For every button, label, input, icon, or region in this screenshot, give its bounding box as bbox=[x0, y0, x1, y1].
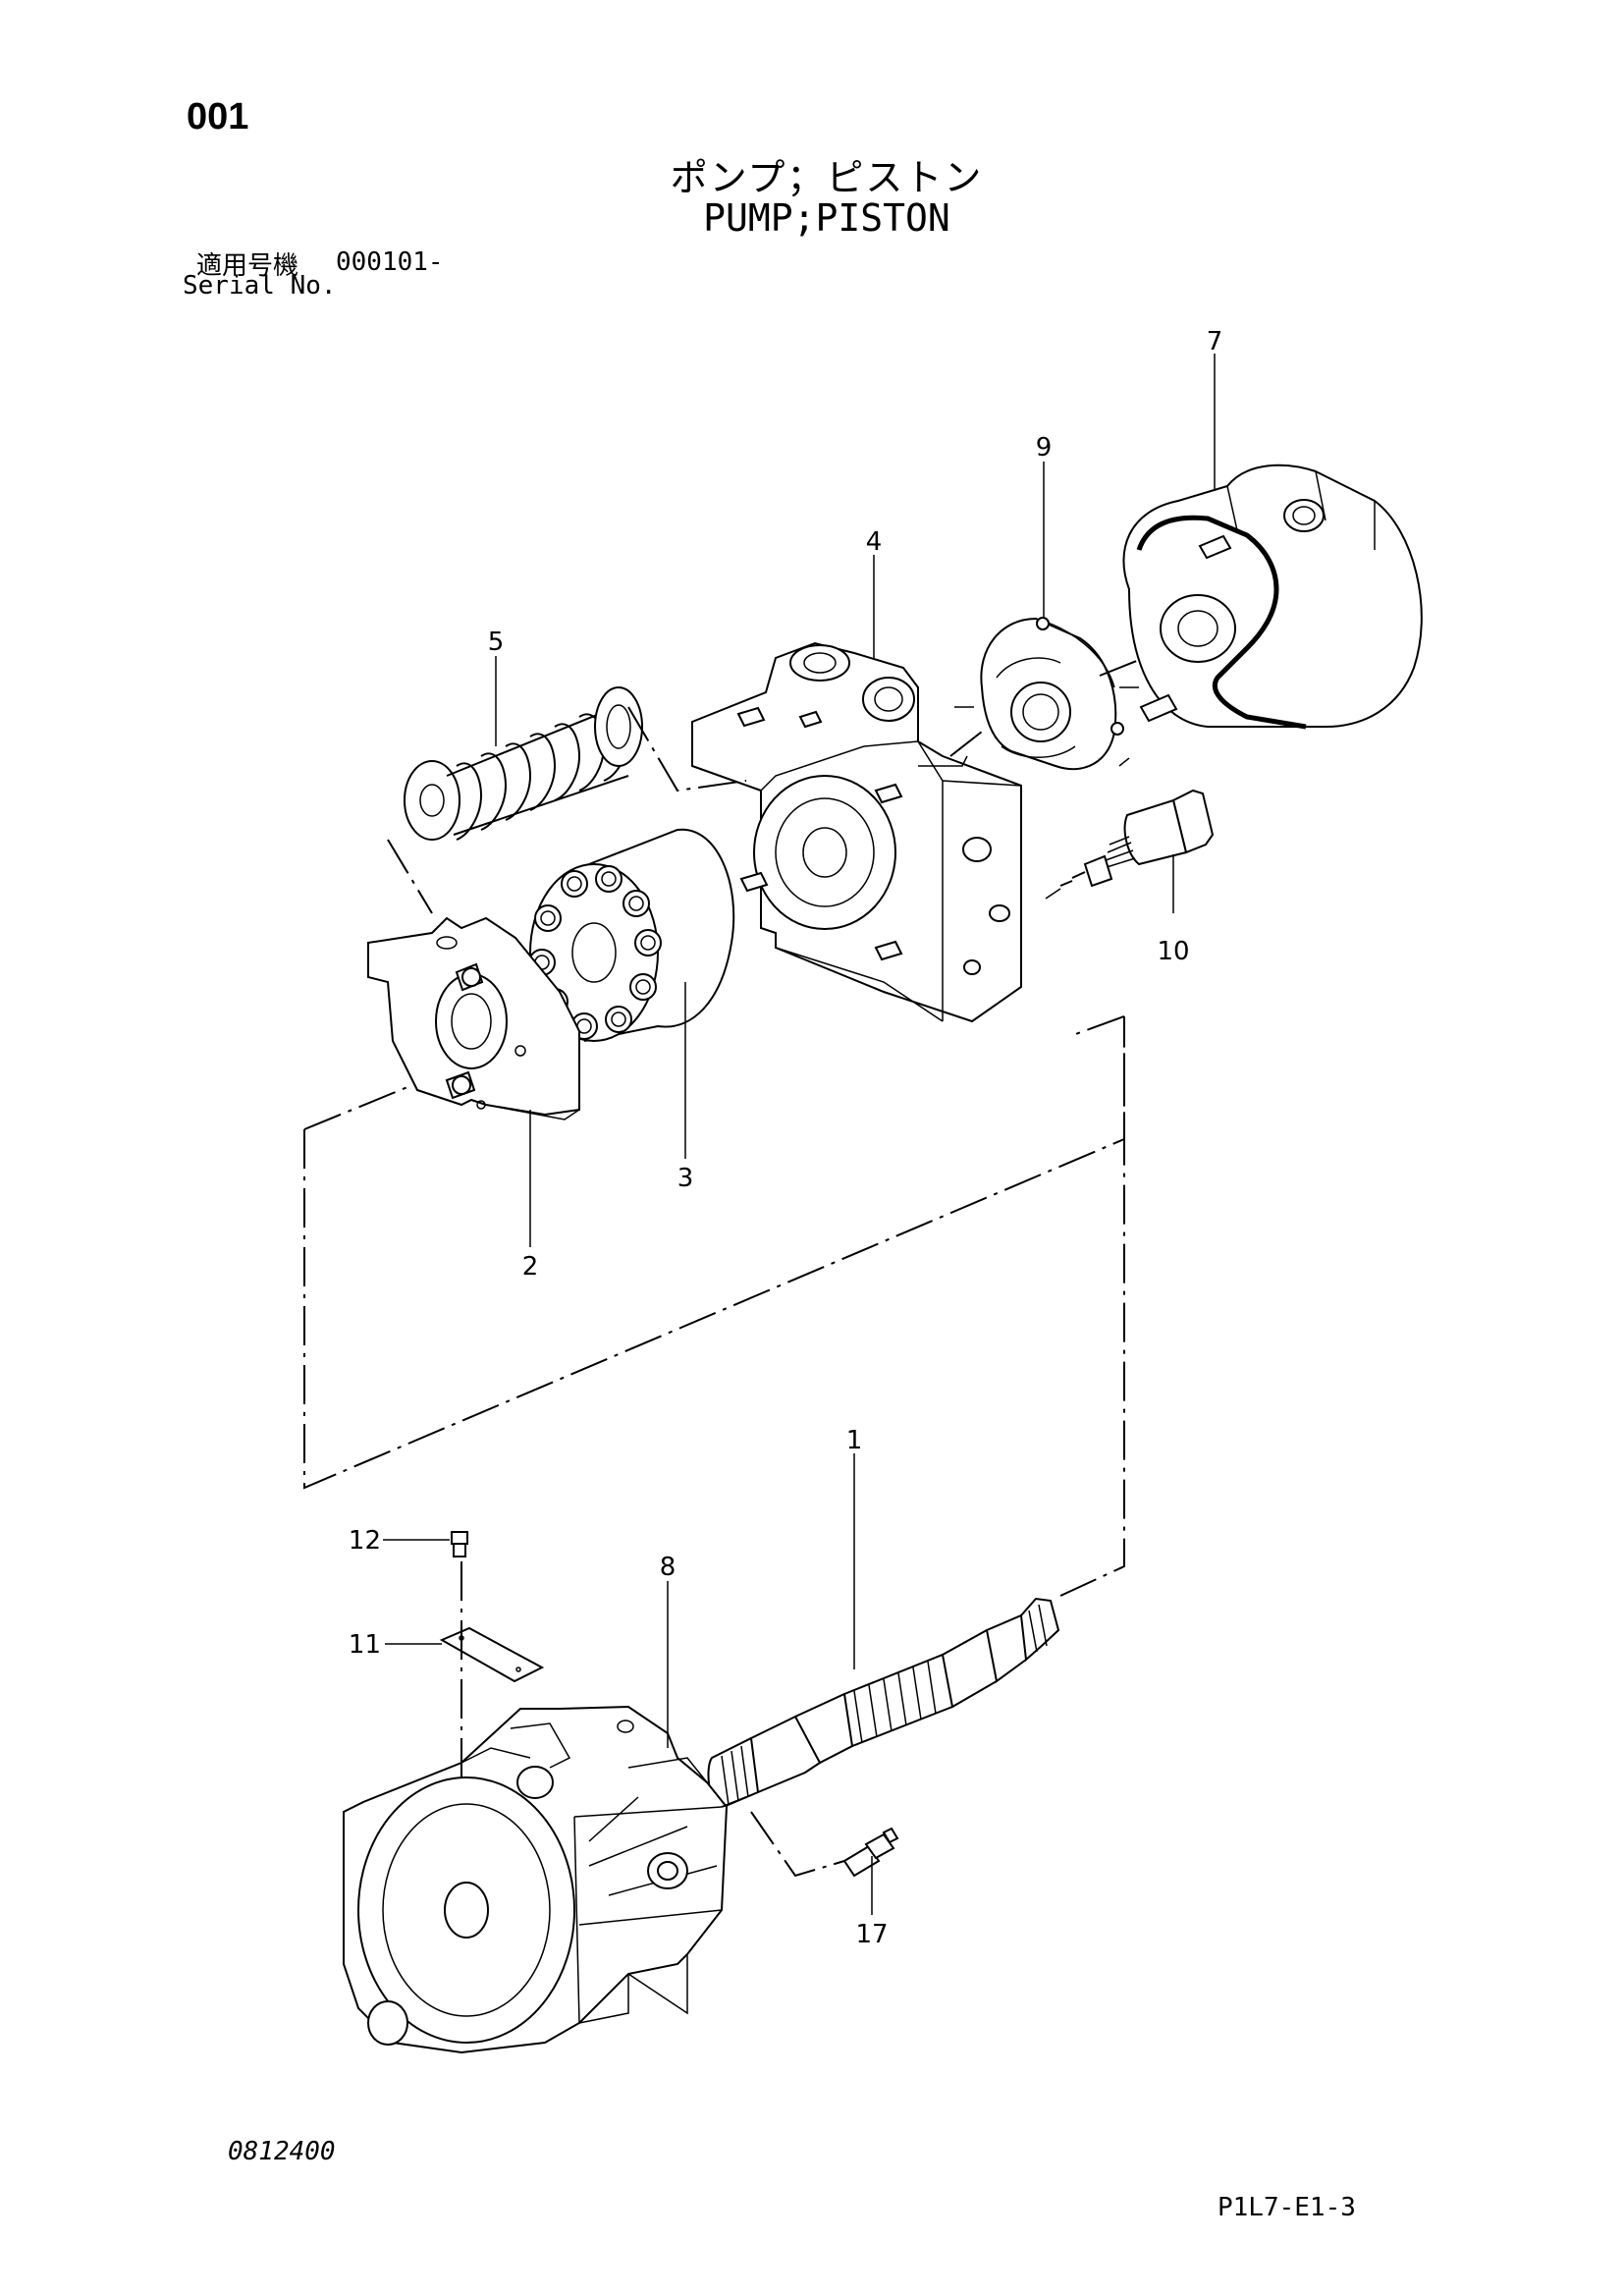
serial-label-japanese: 適用号機 bbox=[196, 251, 299, 281]
assembly-centerlines bbox=[303, 659, 1140, 1878]
callout-2: 2 bbox=[522, 1252, 539, 1282]
callout-7: 7 bbox=[1207, 327, 1223, 356]
part-17-plug bbox=[842, 1827, 899, 1878]
serial-label-english: Serial No. bbox=[183, 271, 337, 301]
page-number: 001 bbox=[187, 96, 249, 137]
diagram-code: 0812400 bbox=[228, 2137, 336, 2166]
part-7-pump-cover bbox=[1119, 464, 1423, 730]
part-1-shaft bbox=[707, 1597, 1060, 1811]
callout-8: 8 bbox=[660, 1553, 677, 1582]
callout-12: 12 bbox=[349, 1526, 381, 1556]
part-8-pump-casing bbox=[343, 1705, 729, 2054]
callout-1: 1 bbox=[846, 1426, 863, 1455]
callout-5: 5 bbox=[488, 628, 505, 657]
part-2-swash-plate bbox=[367, 916, 580, 1120]
callout-4: 4 bbox=[866, 527, 883, 557]
leader-lines bbox=[383, 354, 1216, 1915]
callout-17: 17 bbox=[855, 1920, 888, 1949]
callout-3: 3 bbox=[677, 1164, 694, 1193]
callout-11: 11 bbox=[349, 1630, 381, 1660]
part-4-valve-block bbox=[691, 641, 1022, 1023]
page-code: P1L7-E1-3 bbox=[1218, 2193, 1356, 2222]
part-10-relief-valve bbox=[1045, 789, 1215, 900]
part-9-valve-plate bbox=[954, 617, 1130, 771]
page-title-japanese: ポンプ；ピストン bbox=[670, 156, 984, 199]
part-5-spring bbox=[404, 686, 643, 841]
callout-labels: 1 2 3 4 5 7 8 9 10 11 12 17 bbox=[349, 327, 1222, 1949]
serial-value: 000101- bbox=[336, 247, 444, 277]
part-12-screw bbox=[451, 1531, 468, 1557]
callout-10: 10 bbox=[1157, 937, 1189, 966]
part-11-name-plate bbox=[439, 1626, 545, 1683]
callout-9: 9 bbox=[1036, 433, 1053, 463]
page-title-english: PUMP;PISTON bbox=[703, 196, 950, 240]
